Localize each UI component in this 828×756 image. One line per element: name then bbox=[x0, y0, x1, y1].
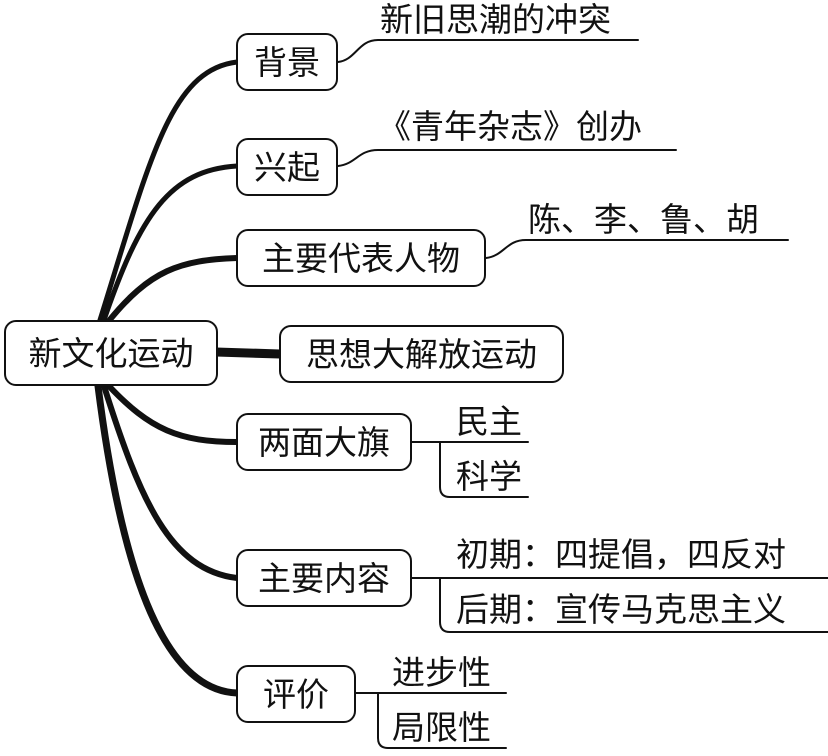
branch-connector-beijing bbox=[97, 59, 240, 323]
leaf-connector-pingjia-2 bbox=[377, 692, 507, 749]
branch-label: 两面大旗 bbox=[258, 422, 390, 462]
leaf-neirong-1: 初期：四提倡，四反对 bbox=[456, 535, 786, 574]
branch-label: 兴起 bbox=[254, 147, 320, 187]
leaf-xingqi-1: 《青年杂志》创办 bbox=[378, 107, 642, 146]
branch-label: 评价 bbox=[263, 674, 329, 714]
leaf-connector-neirong-2 bbox=[439, 577, 828, 633]
branch-node-neirong: 主要内容 bbox=[236, 549, 412, 607]
leaf-pingjia-1: 进步性 bbox=[392, 653, 491, 692]
branch-connector-sixiang bbox=[211, 347, 285, 359]
leaf-pingjia-2: 局限性 bbox=[392, 708, 491, 747]
branch-label: 思想大解放运动 bbox=[306, 334, 537, 374]
leaf-connector-daibiao bbox=[485, 239, 789, 259]
branch-connector-liangmian bbox=[105, 382, 240, 445]
leaf-beijing-1: 新旧思潮的冲突 bbox=[380, 0, 611, 39]
branch-connector-pingjia bbox=[94, 382, 241, 697]
root-node: 新文化运动 bbox=[4, 320, 218, 386]
leaf-liangmian-1: 民主 bbox=[456, 402, 522, 441]
leaf-liangmian-2: 科学 bbox=[456, 457, 522, 496]
branch-connector-neirong bbox=[101, 383, 240, 581]
leaf-connector-liangmian-2 bbox=[439, 441, 529, 498]
leaf-connector-beijing bbox=[337, 39, 639, 63]
leaf-connector-xingqi bbox=[337, 149, 677, 167]
branch-node-sixiang: 思想大解放运动 bbox=[279, 325, 564, 383]
branch-label: 主要内容 bbox=[258, 558, 390, 598]
branch-node-pingjia: 评价 bbox=[236, 665, 356, 723]
branch-node-daibiao: 主要代表人物 bbox=[236, 229, 486, 287]
branch-label: 背景 bbox=[254, 42, 320, 82]
branch-label: 主要代表人物 bbox=[262, 238, 460, 278]
leaf-daibiao-1: 陈、李、鲁、胡 bbox=[528, 200, 759, 239]
leaf-neirong-2: 后期：宣传马克思主义 bbox=[456, 590, 786, 629]
branch-connector-daibiao bbox=[105, 255, 240, 325]
root-label: 新文化运动 bbox=[28, 333, 194, 373]
branch-connector-xingqi bbox=[101, 163, 240, 323]
branch-node-xingqi: 兴起 bbox=[236, 138, 338, 196]
branch-node-beijing: 背景 bbox=[236, 33, 338, 91]
branch-node-liangmian: 两面大旗 bbox=[236, 413, 412, 471]
